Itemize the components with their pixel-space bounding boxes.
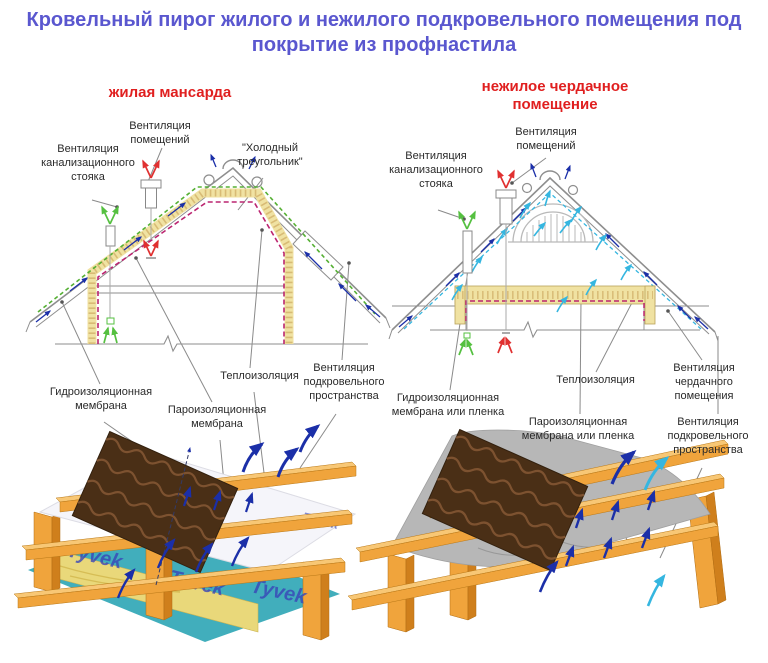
right-vent-pipes <box>458 169 517 356</box>
label-thermal-insulation-right: Теплоизоляция <box>556 374 635 386</box>
label-thermal-insulation-left: Теплоизоляция <box>220 370 299 382</box>
left-3d-illustration: Tyvek Tyvek Tyvek Tyvek <box>13 424 357 642</box>
sewer-stack-pipe <box>462 230 473 274</box>
left-airflow-arrows <box>35 153 381 323</box>
label-attic-ventilation: Вентиляция чердачного помещения <box>673 362 735 402</box>
sewer-stack-pipe <box>105 225 116 247</box>
label-room-ventilation-right: Вентиляция помещений <box>515 126 577 152</box>
warm-exhaust-arrows <box>497 169 515 354</box>
left-vent-pipes <box>101 159 162 344</box>
label-sewer-ventilation-left: Вентиляция канализационного стояка <box>41 143 135 183</box>
right-airflow-arrows <box>398 162 709 330</box>
left-panel-subtitle: жилая мансарда <box>108 84 232 101</box>
chimney-cap <box>140 179 162 189</box>
page-title: Кровельный пирог жилого и нежилого подкр… <box>26 9 742 56</box>
vapor-flow-arrows <box>116 424 321 599</box>
label-vapor-membrane-right: Пароизоляционная мембрана или пленка <box>521 416 635 442</box>
label-underroof-ventilation-right: Вентиляция подкровельного пространства <box>667 416 749 456</box>
metal-tile-sheet <box>421 428 589 572</box>
label-hydro-membrane-right: Гидроизоляционная мембрана или пленка <box>391 392 505 418</box>
right-panel-subtitle: нежилое чердачное помещение <box>481 78 629 113</box>
label-vapor-membrane-left: Пароизоляционная мембрана <box>167 404 267 430</box>
chimney-pipe <box>145 187 157 209</box>
vapor-flow-arrows <box>538 449 656 593</box>
label-cold-triangle: "Холодный треугольник" <box>237 142 303 168</box>
right-cold-air-arrows <box>451 189 633 313</box>
warm-exhaust-arrows <box>142 159 160 257</box>
vapor-membrane-line <box>97 201 285 344</box>
roof-window <box>292 230 344 281</box>
chimney-cap <box>495 189 517 199</box>
label-hydro-membrane-left: Гидроизоляционная мембрана <box>49 386 153 412</box>
sewer-vent-arrows <box>458 210 476 356</box>
right-3d-illustration <box>347 428 729 633</box>
right-roof-structure <box>388 170 719 342</box>
hydro-membrane-line <box>37 186 376 315</box>
label-underroof-ventilation-left: Вентиляция подкровельного пространства <box>303 362 385 402</box>
label-room-ventilation-left: Вентиляция помещений <box>129 120 191 146</box>
sewer-vent-arrows <box>101 205 119 344</box>
metal-tile-sheet <box>71 430 239 574</box>
vapor-membrane-line <box>465 300 645 321</box>
right-floor-insulation <box>454 285 656 325</box>
label-sewer-ventilation-right: Вентиляция канализационного стояка <box>389 150 483 190</box>
left-insulation-band <box>37 186 376 344</box>
chimney-pipe <box>499 197 513 225</box>
cold-air-arrows <box>643 456 670 607</box>
